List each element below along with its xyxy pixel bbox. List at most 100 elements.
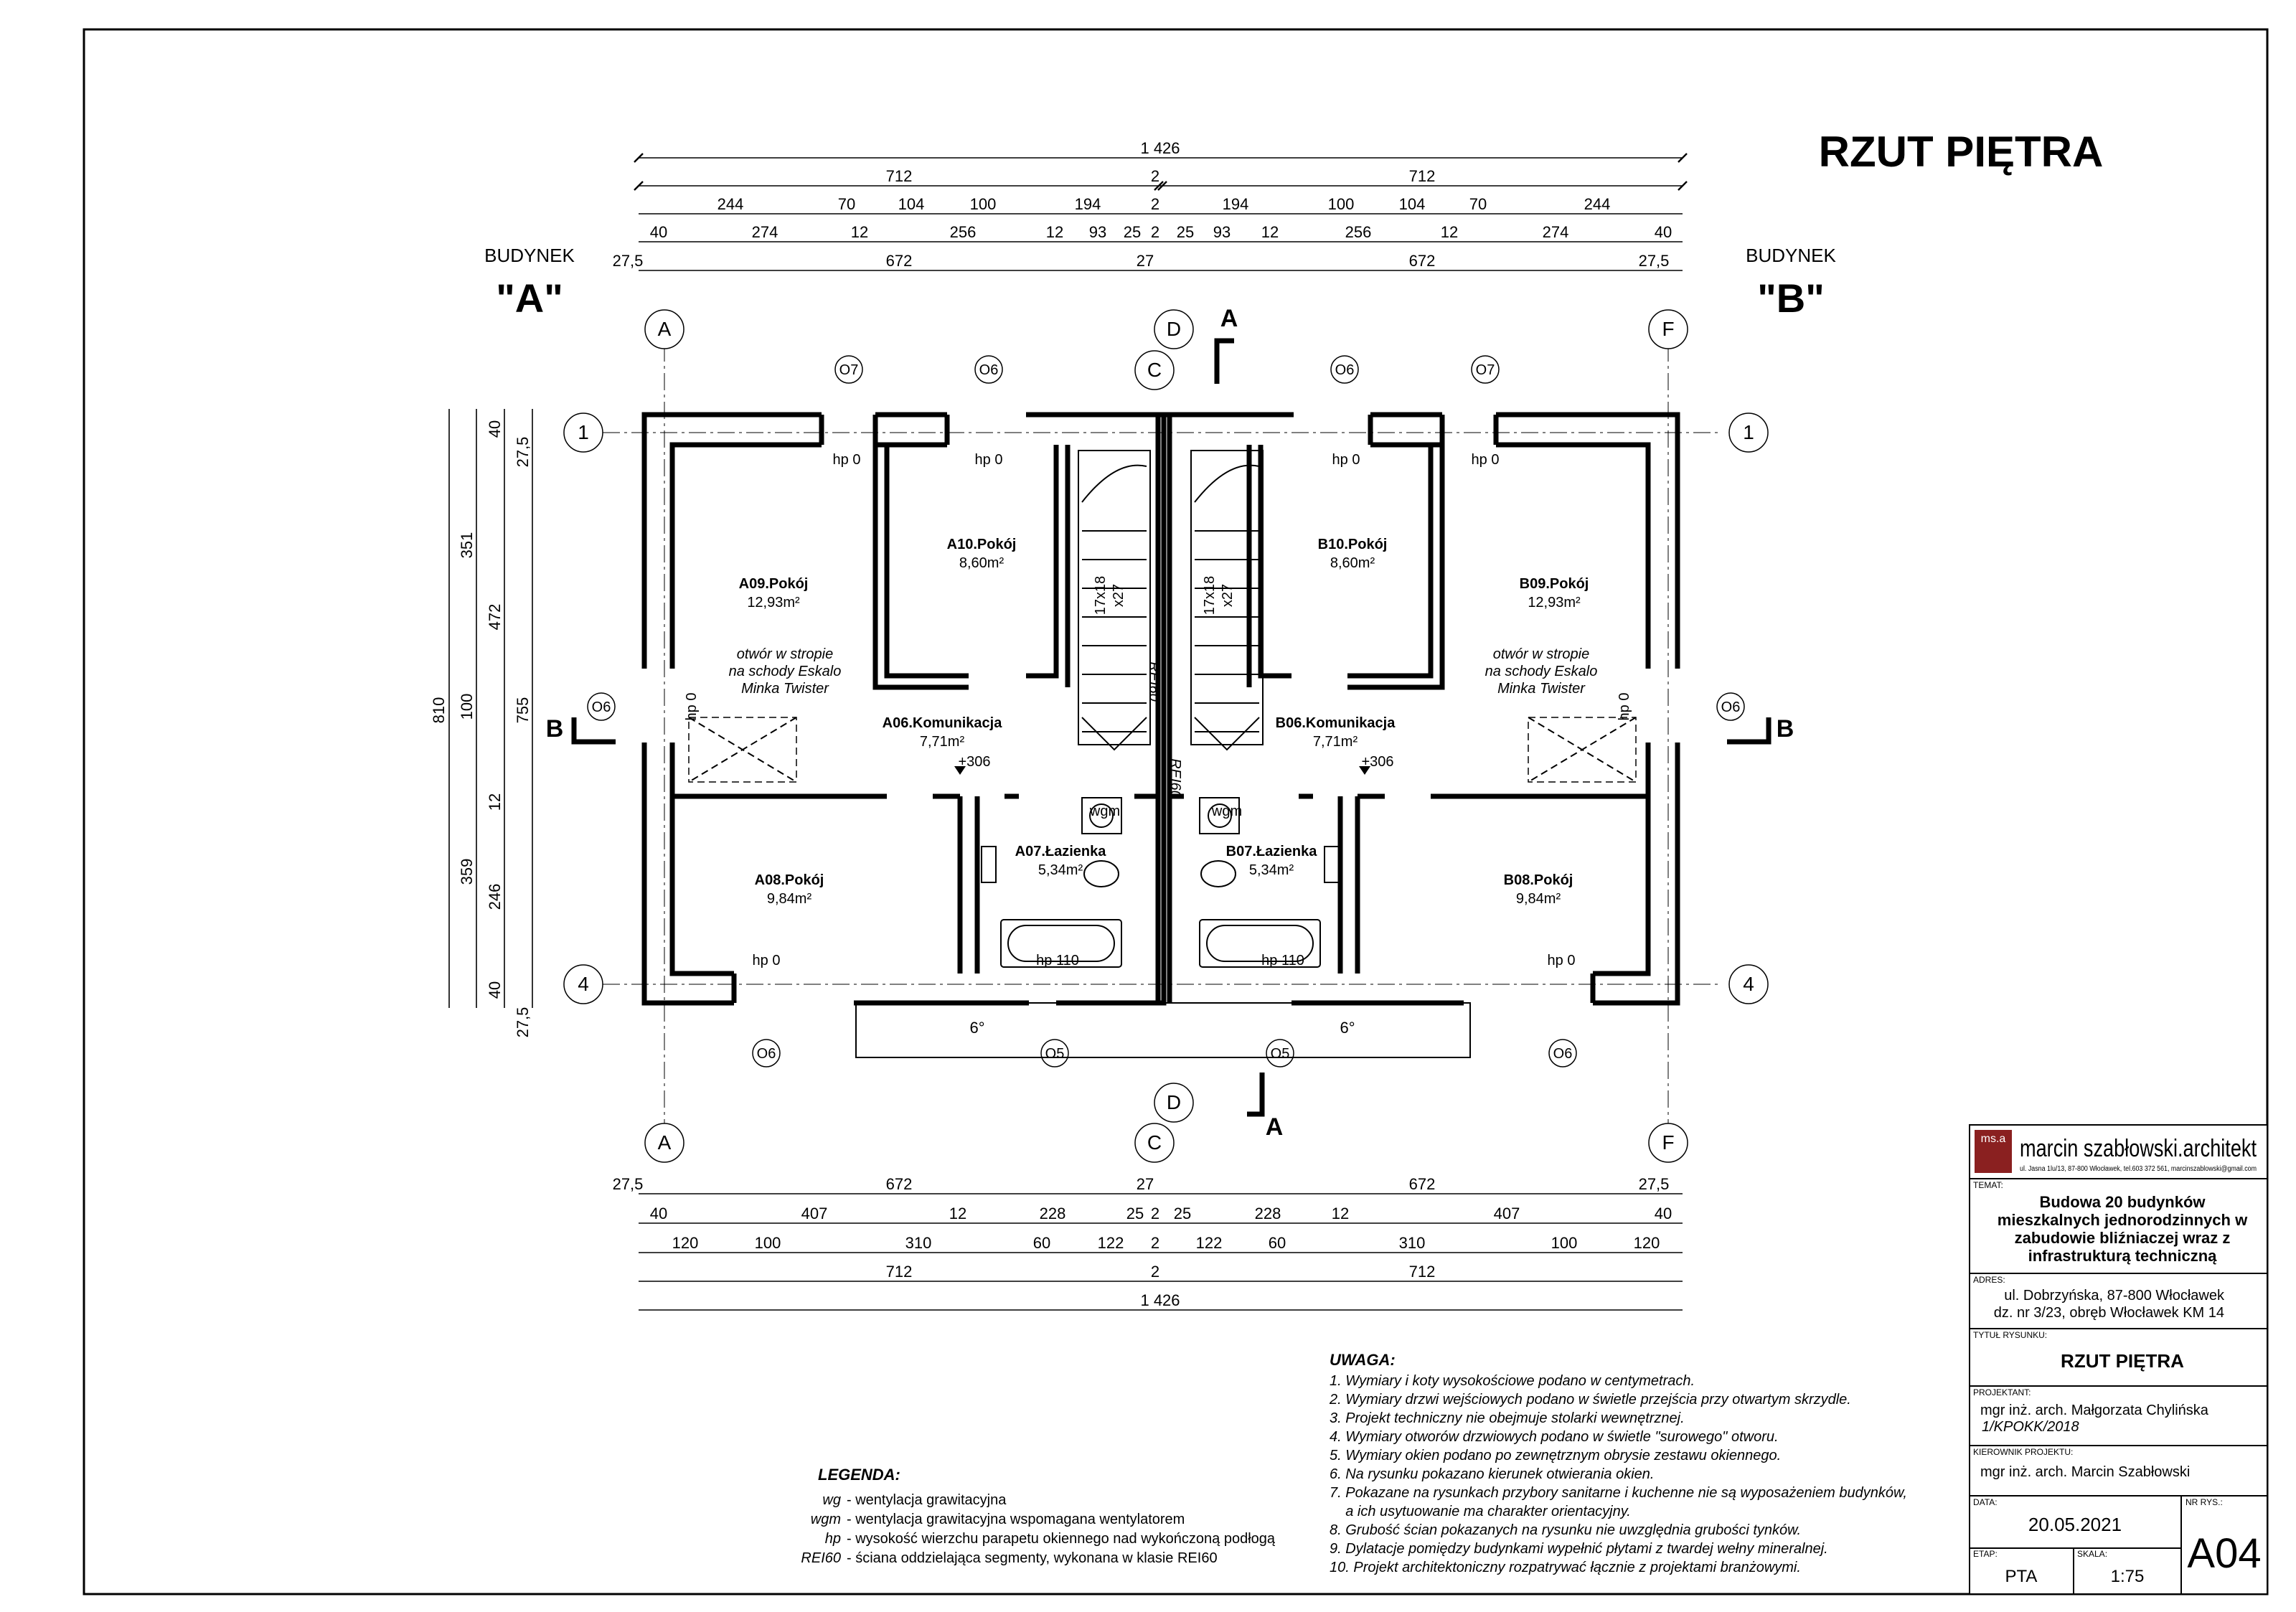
opening-note-a-3: Minka Twister: [741, 681, 829, 697]
axis-d-top: D: [1167, 318, 1181, 340]
room-b07-area: 5,34m²: [1249, 862, 1294, 878]
company-address: ul. Jasna 1lu/13, 87-800 Włocławek, tel.…: [2020, 1165, 2257, 1173]
hp-a07: hp 110: [1036, 953, 1079, 968]
dim-left-inner-4: 40: [486, 981, 504, 999]
stage-label: ETAP:: [1973, 1549, 1998, 1559]
dim-bot-gap: 2: [1151, 1263, 1159, 1281]
legend-key-3: REI60: [801, 1550, 841, 1566]
note-10: 10. Projekt architektoniczny rozpatrywać…: [1330, 1560, 1801, 1575]
dim-bot-half-b: 712: [1409, 1263, 1436, 1281]
dim-top-r3-2: 104: [898, 195, 925, 213]
section-markers: A A B B: [546, 305, 1794, 1141]
window-o5-a: O5: [1045, 1046, 1065, 1062]
hp-b09: hp 0: [1472, 452, 1500, 468]
room-a07-area: 5,34m²: [1038, 862, 1083, 878]
dim-bot-r3-0: 120: [672, 1234, 699, 1252]
room-a06-area: 7,71m²: [920, 734, 965, 750]
rei-label-b: REI60: [1167, 758, 1183, 798]
legend-key-0: wg: [822, 1492, 841, 1508]
axis-f-bottom: F: [1662, 1131, 1674, 1154]
room-a10-area: 8,60m²: [959, 555, 1004, 571]
window-o6-b10: O6: [1335, 362, 1355, 378]
legend-key-2: hp: [825, 1531, 841, 1547]
legend-text-0: - wentylacja grawitacyjna: [847, 1492, 1007, 1508]
dim-top-r5-1: 672: [886, 252, 913, 270]
section-a-bottom: A: [1266, 1113, 1284, 1141]
sheet-title: RZUT PIĘTRA: [1819, 128, 2104, 176]
room-a10-name: A10.Pokój: [947, 537, 1017, 552]
dim-bot-r2-5: 2: [1151, 1205, 1159, 1222]
building-walls: [641, 412, 1680, 1006]
dim-top-gap: 2: [1151, 167, 1159, 185]
date-value: 20.05.2021: [2028, 1514, 2122, 1535]
axis-4-right: 4: [1743, 973, 1754, 995]
dim-left-inner-3: 246: [486, 884, 504, 910]
room-a08-area: 9,84m²: [767, 891, 812, 907]
address-line-2: dz. nr 3/23, obręb Włocławek KM 14: [1994, 1305, 2224, 1321]
drawing-title-label: TYTUŁ RYSUNKU:: [1973, 1330, 2047, 1340]
address-line-1: ul. Dobrzyńska, 87-800 Włocławek: [2004, 1288, 2225, 1304]
manager-label: KIEROWNIK PROJEKTU:: [1973, 1447, 2073, 1457]
dim-top-r4-3: 256: [950, 223, 977, 241]
dim-top-r5-3: 672: [1409, 252, 1436, 270]
level-a: +306: [958, 754, 990, 770]
stairs-b-size2: x27: [1220, 584, 1236, 607]
dim-bot-r3-3: 60: [1033, 1234, 1050, 1252]
dim-bot-r2-4: 25: [1126, 1205, 1144, 1222]
dim-bot-r3-2: 310: [905, 1234, 932, 1252]
dim-bot-r2-2: 12: [949, 1205, 966, 1222]
bathroom-fixtures: wgm wgm: [981, 797, 1340, 968]
building-a-label: BUDYNEK: [484, 245, 575, 266]
axis-c-top: C: [1147, 359, 1162, 381]
topic-line-3: zabudowie bliźniaczej wraz z: [2015, 1229, 2231, 1247]
opening-note-b-3: Minka Twister: [1497, 681, 1586, 697]
dim-left-edge-1: 27,5: [514, 1007, 532, 1038]
hp-a08: hp 0: [753, 953, 781, 968]
dim-top-r4-0: 40: [650, 223, 667, 241]
dim-top-r4-13: 274: [1543, 223, 1569, 241]
dim-top-half-a: 712: [886, 167, 913, 185]
opening-note-b-2: na schody Eskalo: [1485, 664, 1598, 679]
room-b10-name: B10.Pokój: [1318, 537, 1388, 552]
dim-bot-r2-0: 40: [650, 1205, 667, 1222]
dim-left-mid-2: 359: [458, 859, 476, 885]
dim-bot-r1-1: 672: [886, 1175, 913, 1193]
note-2: 2. Wymiary drzwi wejściowych podano w św…: [1329, 1392, 1851, 1408]
dim-top-r4-7: 2: [1151, 223, 1159, 241]
wgm-a: wgm: [1089, 803, 1120, 819]
dim-top-r5-2: 27: [1137, 252, 1154, 270]
building-a-name: "A": [496, 275, 563, 321]
floor-openings: [688, 717, 1637, 783]
stairs-a-size2: x27: [1111, 584, 1126, 607]
rei-label-a: REI60: [1146, 661, 1162, 702]
hp-right: hp 0: [1617, 693, 1632, 721]
dim-bot-r1-2: 27: [1137, 1175, 1154, 1193]
window-o5-b: O5: [1271, 1046, 1290, 1062]
window-o6-b08: O6: [1553, 1046, 1573, 1062]
axis-d-bottom: D: [1167, 1091, 1181, 1113]
dim-bot-r3-8: 310: [1399, 1234, 1426, 1252]
notes-title: UWAGA:: [1330, 1351, 1396, 1369]
window-o7-b: O7: [1476, 362, 1495, 378]
dim-top-r4-10: 12: [1261, 223, 1279, 241]
building-b-label: BUDYNEK: [1746, 245, 1836, 266]
dim-left-inner-total: 755: [514, 697, 532, 724]
note-9: 9. Dylatacje pomiędzy budynkami wypełnić…: [1330, 1541, 1828, 1557]
sheet-no-label: NR RYS.:: [2186, 1497, 2223, 1507]
hp-b07: hp 110: [1261, 953, 1304, 968]
topic-label: TEMAT:: [1973, 1180, 2003, 1190]
dim-bot-r2-3: 228: [1040, 1205, 1066, 1222]
dim-top-r3-0: 244: [718, 195, 744, 213]
topic-line-2: mieszkalnych jednorodzinnych w: [1998, 1211, 2248, 1229]
dim-top-r4-2: 12: [851, 223, 868, 241]
stairs-a-size: 17x18: [1093, 576, 1109, 616]
axis-a-bottom: A: [658, 1131, 672, 1154]
dim-top-total: 1 426: [1140, 139, 1180, 157]
room-b09-area: 12,93m²: [1528, 595, 1581, 611]
note-7: 7. Pokazane na rysunkach przybory sanita…: [1330, 1485, 1907, 1501]
room-b07-name: B07.Łazienka: [1226, 844, 1318, 859]
dim-top-r4-12: 12: [1441, 223, 1458, 241]
axis-4-left: 4: [578, 973, 589, 995]
dim-top-r4-1: 274: [752, 223, 778, 241]
